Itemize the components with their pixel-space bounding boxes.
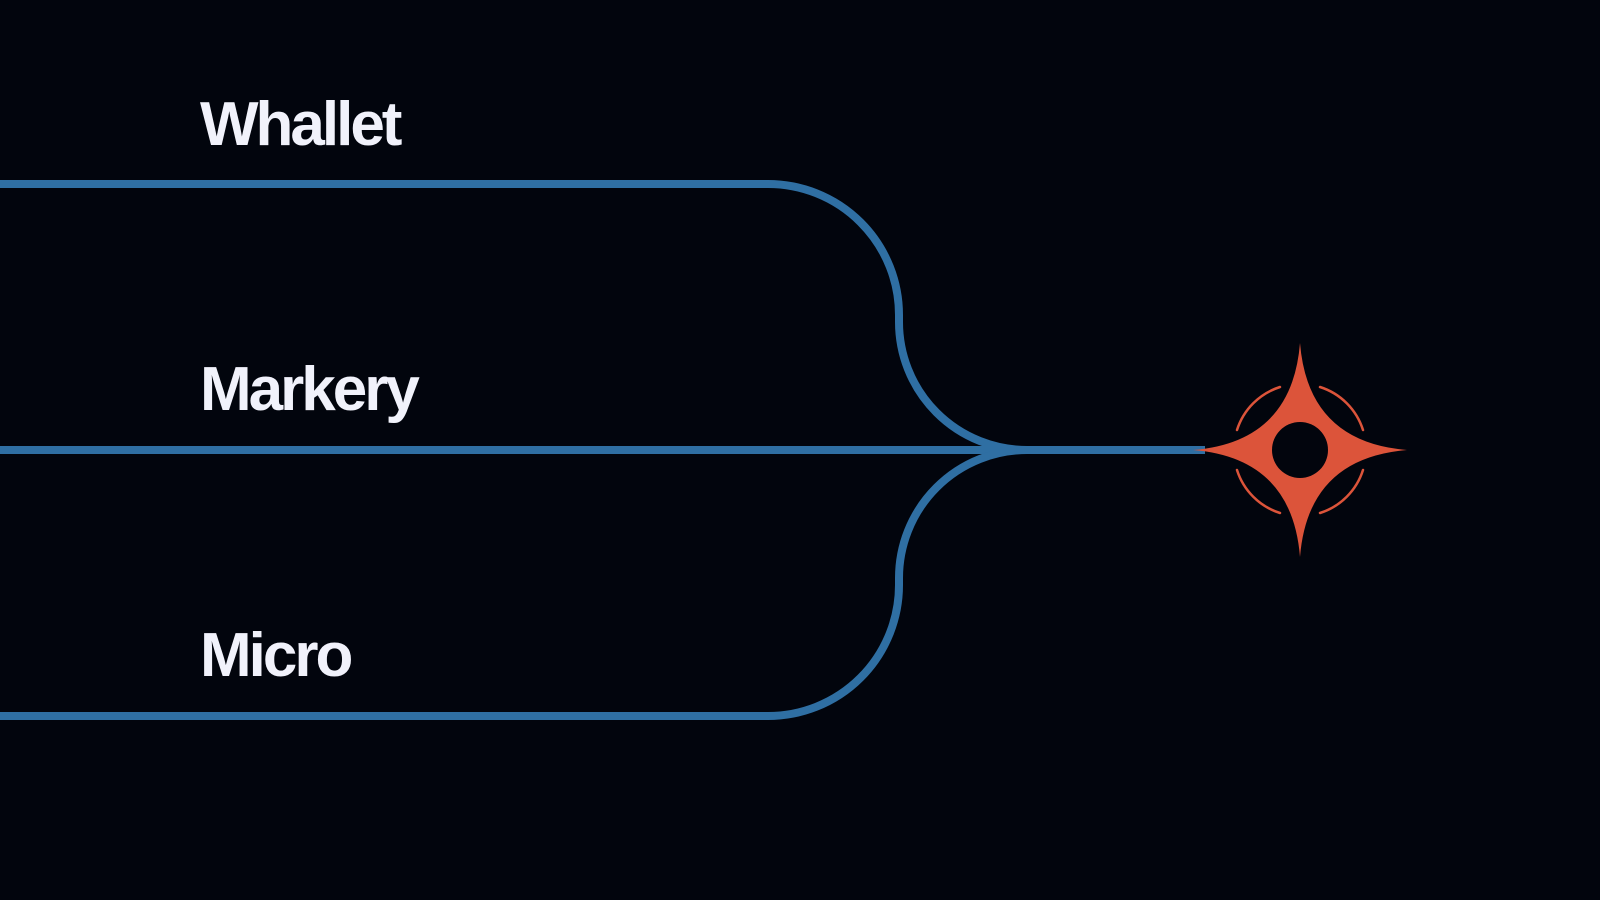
source-line-micro — [0, 446, 1028, 720]
arrow-head-icon — [996, 443, 1024, 457]
source-line-whallet — [0, 180, 1028, 454]
source-label-markery: Markery — [200, 355, 420, 424]
source-label-whallet: Whallet — [200, 90, 402, 159]
compass-star-icon — [1193, 343, 1407, 557]
source-label-micro: Micro — [200, 621, 353, 690]
